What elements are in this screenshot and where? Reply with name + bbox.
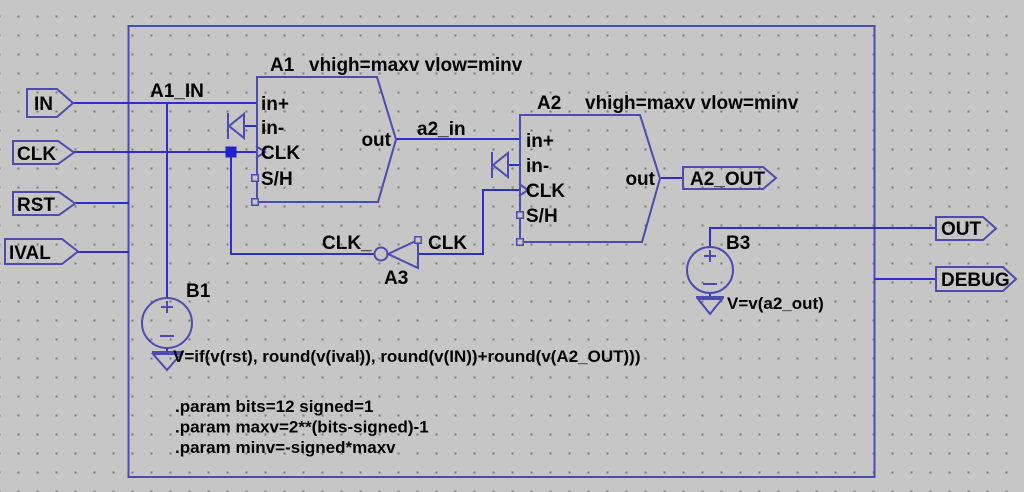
net-label-clkb[interactable]: CLK_ [322,233,372,254]
a2-refdes[interactable]: A2 [537,93,561,114]
a2-pin-label-clk: CLK [526,181,565,202]
port-in-label[interactable]: IN [34,94,53,115]
b1-circle[interactable] [141,297,193,349]
a1-bottom-pin-square [251,198,259,206]
a1-pin-label-inn: in- [261,118,284,139]
net-label-a1in[interactable]: A1_IN [150,81,204,102]
a2-bottom-pin-square [516,238,524,246]
a1-clk-chevron-icon [255,145,267,159]
b3-circle[interactable] [686,246,734,294]
a1-params[interactable]: vhigh=maxv vlow=minv [309,55,523,76]
wires [73,102,936,352]
directive-minv[interactable]: .param minv=-signed*maxv [175,438,396,457]
a2-clk-chevron-icon [518,183,530,197]
a1-pin-label-out: out [361,130,391,151]
a2-pin-label-out: out [625,169,655,190]
io-ports: IN CLK RST IVAL A2_OUT OUT DEBUG [4,88,1018,292]
a2-inn-marker-triangle-icon [491,150,509,180]
port-in[interactable] [26,88,75,118]
b1-refdes[interactable]: B1 [186,281,211,302]
wire-clk-branch-to-a3-out[interactable] [230,152,374,255]
port-a2out-label[interactable]: A2_OUT [690,169,765,190]
net-label-a2in[interactable]: a2_in [417,119,466,140]
a2-sh-pin-square [516,211,524,219]
a2-params[interactable]: vhigh=maxv vlow=minv [585,93,799,114]
a3-triangle-icon [385,238,419,270]
a3-refdes[interactable]: A3 [384,268,408,289]
a1-inn-marker-triangle-icon [227,111,245,141]
net-label-clk[interactable]: CLK [428,233,467,254]
component-b1-bsource[interactable]: B1 V=if(v(rst), round(v(ival)), round(v(… [141,281,640,372]
b3-ground-icon[interactable] [695,298,725,316]
port-clk-label[interactable]: CLK [17,144,56,165]
a3-bubble-icon [373,246,389,262]
a1-pin-label-sh: S/H [261,169,293,190]
port-clk[interactable] [12,140,76,165]
spice-directives[interactable]: .param bits=12 signed=1 .param maxv=2**(… [175,397,429,457]
a2-pin-label-inp: in+ [526,131,554,152]
b1-plus-icon [161,301,173,313]
wire-b3-to-out[interactable] [709,227,936,247]
port-rst[interactable] [12,191,77,216]
b3-value[interactable]: V=v(a2_out) [727,294,824,313]
port-rst-label[interactable]: RST [17,195,55,216]
a1-refdes[interactable]: A1 [270,55,295,76]
wire-a3-in-to-a2clk[interactable] [418,189,520,255]
component-b3-bsource[interactable]: B3 V=v(a2_out) [686,233,824,316]
a2-body[interactable] [519,114,662,243]
port-debug[interactable] [935,266,1018,292]
component-a1-samplehold[interactable]: in+ in- CLK S/H out A1 vhigh=maxv vlow=m… [227,55,523,206]
a1-sh-pin-square [251,174,259,182]
b3-plus-icon [704,250,716,262]
b1-ground-icon[interactable] [150,353,184,372]
component-a2-samplehold[interactable]: in+ in- CLK S/H out A2 vhigh=maxv vlow=m… [491,93,799,246]
component-a3-inverter[interactable]: A3 [373,236,422,289]
wire-junction-dot[interactable] [225,146,237,158]
a1-pin-label-inp: in+ [261,94,289,115]
a2-pin-label-sh: S/H [526,206,558,227]
port-out[interactable] [935,216,998,241]
a2-pin-label-inn: in- [526,156,549,177]
a3-input-pin-square [414,236,422,244]
directive-bits[interactable]: .param bits=12 signed=1 [175,397,373,416]
b3-refdes[interactable]: B3 [726,233,750,254]
port-a2out[interactable] [682,166,778,190]
port-ival[interactable] [4,238,80,265]
a1-pin-label-clk: CLK [261,143,300,164]
port-ival-label[interactable]: IVAL [9,243,51,264]
port-out-label[interactable]: OUT [941,219,982,240]
b1-value[interactable]: V=if(v(rst), round(v(ival)), round(v(IN)… [173,347,640,366]
port-debug-label[interactable]: DEBUG [941,270,1010,291]
directive-maxv[interactable]: .param maxv=2**(bits-signed)-1 [175,418,429,437]
